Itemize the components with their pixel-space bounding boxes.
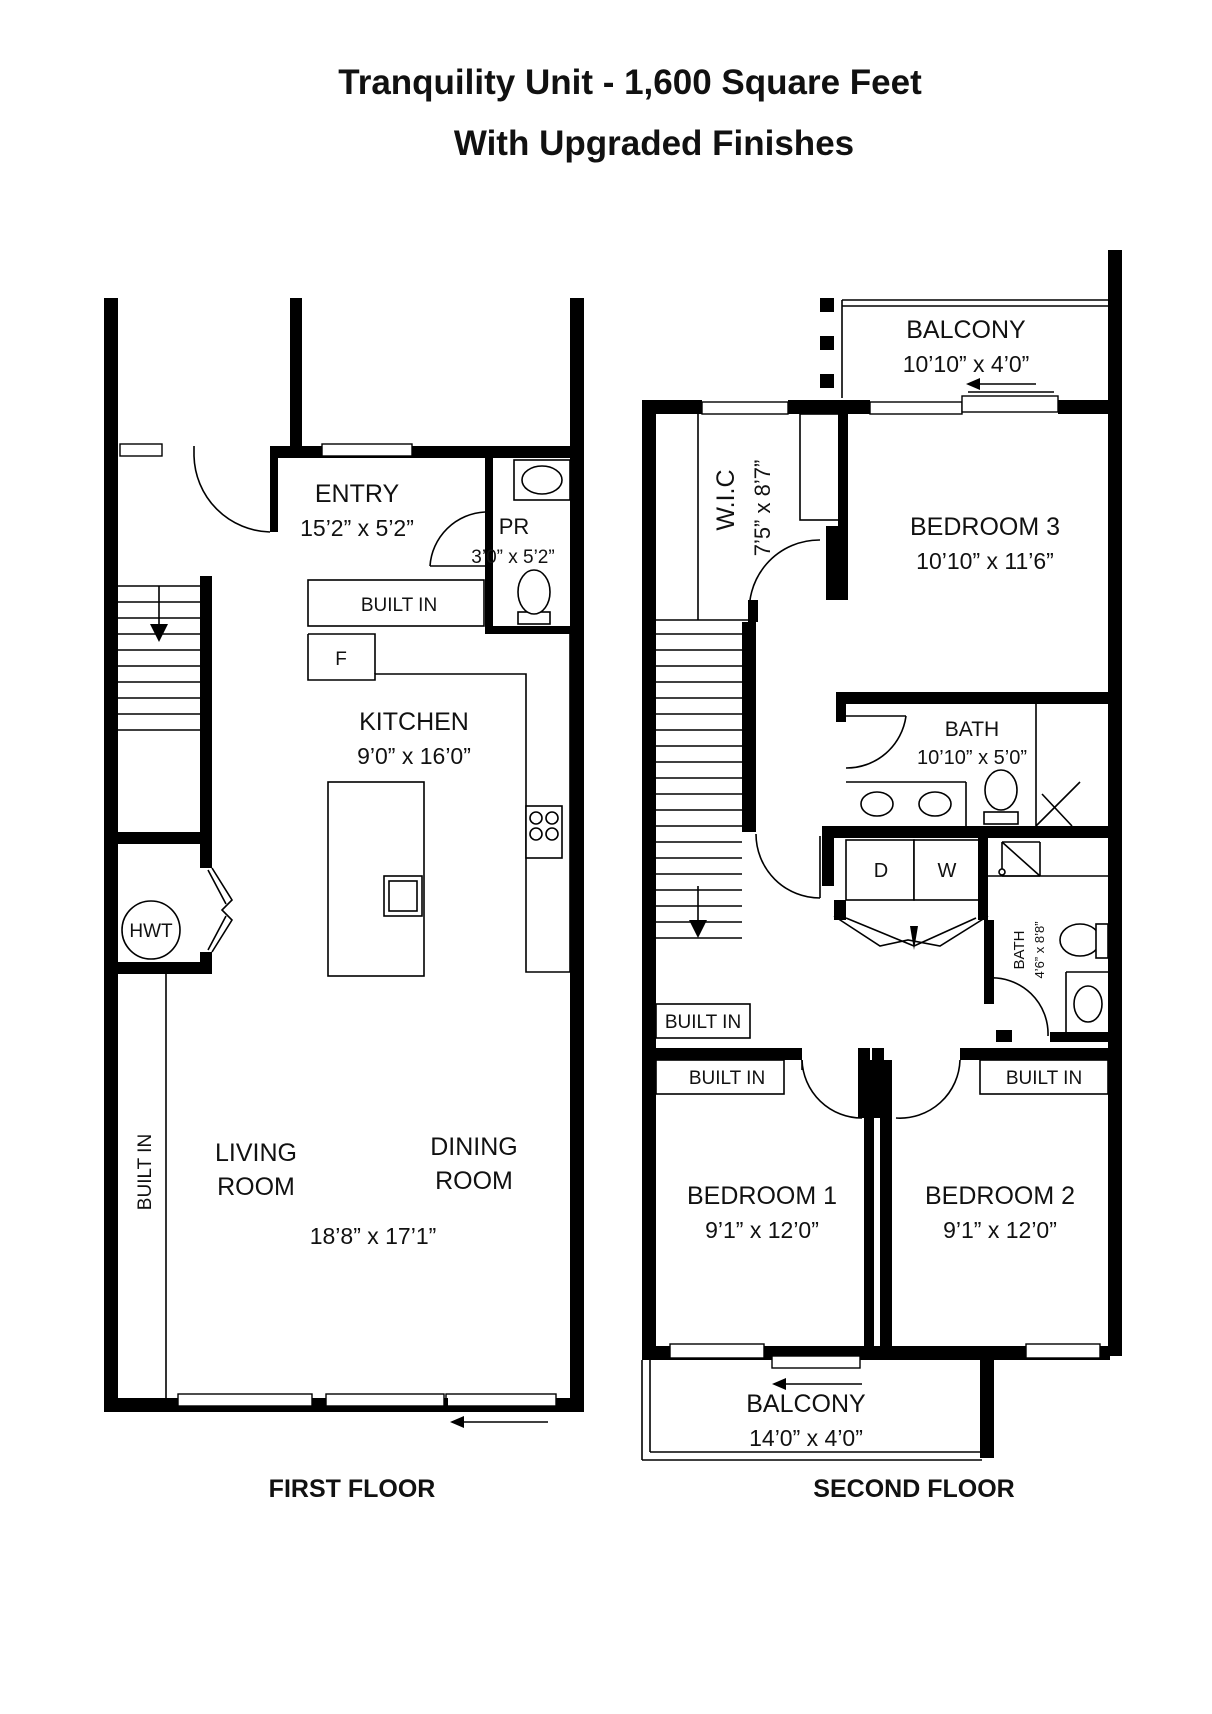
- dining-room-label-1: DINING: [430, 1133, 518, 1161]
- stair-first-floor: [118, 585, 200, 731]
- bath-small-dims: 4’6” x 8’8”: [1032, 921, 1047, 978]
- bath-main-label: BATH: [945, 718, 999, 741]
- living-room-label-1: LIVING: [215, 1139, 297, 1167]
- built-in-wall-label: BUILT IN: [135, 1134, 156, 1210]
- stair-second-floor: [656, 633, 742, 939]
- kitchen-label: KITCHEN: [359, 708, 469, 736]
- bedroom-1-dims: 9’1” x 12’0”: [705, 1217, 819, 1243]
- entry-dims: 15’2” x 5’2”: [300, 515, 414, 541]
- dryer-label: D: [874, 860, 888, 882]
- bedroom-3-label: BEDROOM 3: [910, 513, 1060, 541]
- powder-room-dims: 3’0” x 5’2”: [471, 547, 554, 568]
- wic-dims: 7’5” x 8’7”: [750, 460, 775, 557]
- wic-label: W.I.C: [712, 469, 740, 530]
- balcony-bottom-label: BALCONY: [746, 1390, 866, 1418]
- bath-small-label: BATH: [1011, 931, 1028, 970]
- balcony-top-label: BALCONY: [906, 316, 1026, 344]
- kitchen-dims: 9’0” x 16’0”: [357, 743, 471, 769]
- dining-room-label-2: ROOM: [435, 1167, 513, 1195]
- fridge-label: F: [335, 649, 347, 670]
- built-in-hall-label: BUILT IN: [665, 1012, 741, 1033]
- built-in-bed1-label: BUILT IN: [689, 1068, 765, 1089]
- title-line-2: With Upgraded Finishes: [454, 124, 854, 163]
- washer-label: W: [938, 860, 957, 882]
- bath-main-dims: 10’10” x 5’0”: [917, 747, 1027, 769]
- entry-label: ENTRY: [315, 480, 400, 508]
- first-floor-plan: [104, 298, 584, 1428]
- title-line-1: Tranquility Unit - 1,600 Square Feet: [338, 63, 922, 102]
- balcony-top-dims: 10’10” x 4’0”: [903, 351, 1030, 377]
- balcony-bottom-dims: 14’0” x 4’0”: [749, 1425, 863, 1451]
- powder-room-label: PR: [499, 514, 530, 539]
- bedroom-2-dims: 9’1” x 12’0”: [943, 1217, 1057, 1243]
- second-floor-plan: [641, 250, 1122, 1461]
- living-dining-dims: 18’8” x 17’1”: [310, 1223, 437, 1249]
- bedroom-3-dims: 10’10” x 11’6”: [916, 548, 1054, 574]
- bedroom-2-label: BEDROOM 2: [925, 1182, 1075, 1210]
- living-room-label-2: ROOM: [217, 1173, 295, 1201]
- bedroom-1-label: BEDROOM 1: [687, 1182, 837, 1210]
- built-in-entry-label: BUILT IN: [361, 595, 437, 616]
- water-heater-label: HWT: [129, 921, 173, 942]
- built-in-bed2-label: BUILT IN: [1006, 1068, 1082, 1089]
- first-floor-label: FIRST FLOOR: [269, 1475, 436, 1503]
- second-floor-label: SECOND FLOOR: [813, 1475, 1014, 1503]
